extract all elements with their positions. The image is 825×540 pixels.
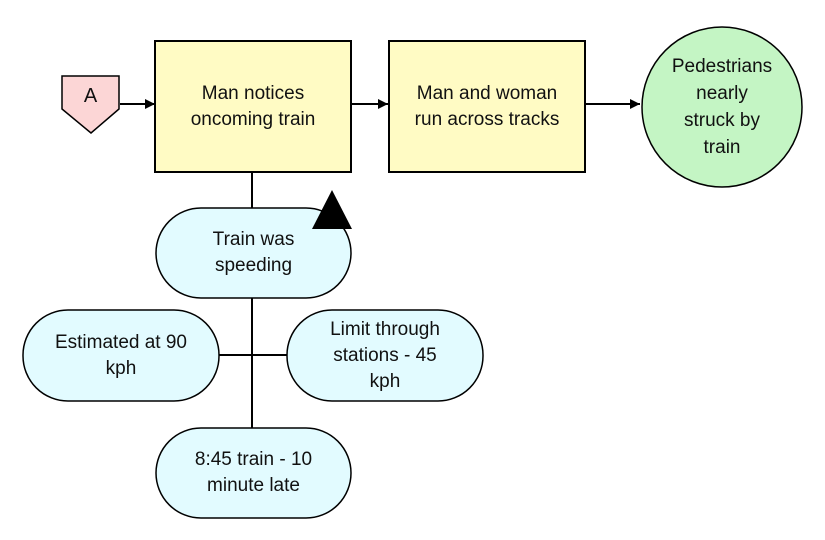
factor-label-late: 8:45 train - 10 minute late bbox=[194, 449, 313, 496]
factor-node-estimated[interactable] bbox=[22, 309, 220, 402]
factor-label-estimated: Estimated at 90 kph bbox=[54, 331, 188, 379]
factor-label-limit: Limit through stations - 45 kph bbox=[330, 318, 440, 392]
event-node-2[interactable] bbox=[388, 40, 586, 173]
outcome-label: Pedestrians nearly struck by train bbox=[671, 56, 773, 158]
event-label-1: Man notices oncoming train bbox=[190, 82, 316, 130]
black-triangle-marker-icon bbox=[312, 190, 352, 229]
off-page-connector-icon[interactable] bbox=[61, 75, 120, 134]
factor-label-speeding: Train was speeding bbox=[212, 229, 295, 276]
event-node-1[interactable] bbox=[154, 40, 352, 173]
event-label-2: Man and woman run across tracks bbox=[414, 82, 560, 130]
connector-label: A bbox=[83, 85, 98, 107]
factor-node-limit[interactable] bbox=[286, 309, 484, 402]
factor-node-late[interactable] bbox=[155, 427, 352, 519]
factor-node-speeding[interactable] bbox=[155, 207, 352, 299]
outcome-node[interactable] bbox=[641, 26, 803, 188]
